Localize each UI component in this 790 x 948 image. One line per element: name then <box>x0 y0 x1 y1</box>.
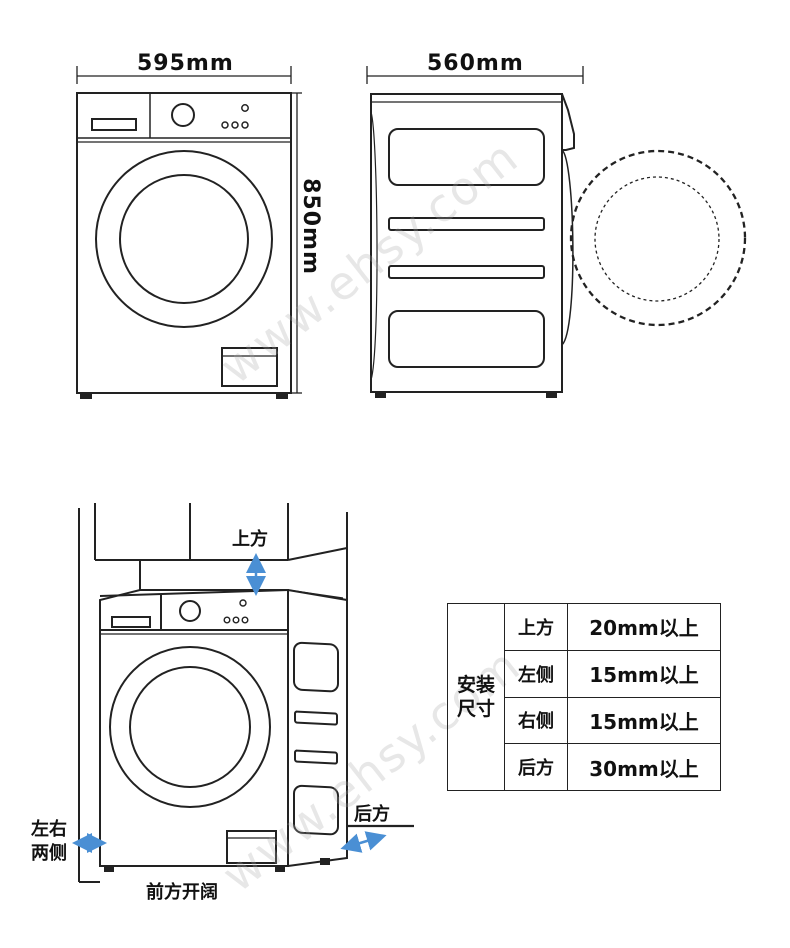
side-clearance-label: 左右 两侧 <box>31 819 67 864</box>
spec-value: 30mm以上 <box>567 743 721 791</box>
height-dimension-label: 850mm <box>297 178 323 275</box>
spec-value: 15mm以上 <box>567 649 721 698</box>
spec-side: 后方 <box>504 743 568 791</box>
program-knob <box>171 103 195 127</box>
table-row: 安装 尺寸 上方 20mm以上 <box>447 603 721 791</box>
spec-header: 安装 尺寸 <box>447 603 505 791</box>
door-glass <box>119 174 249 304</box>
side-view <box>366 66 747 398</box>
spec-side: 左侧 <box>504 649 568 698</box>
side-panel-top <box>388 128 545 186</box>
filter-cover <box>221 347 278 387</box>
side-cabinet <box>370 93 563 393</box>
door-swing-inner <box>594 176 720 302</box>
table-row: 右侧 15mm以上 <box>448 696 721 745</box>
detergent-drawer <box>91 118 137 131</box>
spec-value: 20mm以上 <box>567 603 721 651</box>
rear-clearance-arrow <box>340 831 387 853</box>
front-cabinet <box>76 92 292 394</box>
rear-clearance-label: 后方 <box>354 804 390 825</box>
installation-view <box>72 503 414 883</box>
door-swing-outer <box>569 149 747 327</box>
front-view <box>76 66 302 399</box>
side-panel-bottom <box>388 310 545 368</box>
front-foot-left <box>80 392 92 399</box>
installation-spec-table: 安装 尺寸 上方 20mm以上 左侧 15mm以上 右侧 15mm以上 后方 3… <box>447 603 721 791</box>
table-row: 后方 30mm以上 <box>448 743 721 791</box>
door-outer <box>95 150 273 328</box>
table-row: 左侧 15mm以上 <box>448 649 721 698</box>
front-clearance-label: 前方开阔 <box>146 882 218 903</box>
width-dimension-label: 595mm <box>137 51 234 76</box>
spec-side: 上方 <box>504 603 568 651</box>
depth-dimension-label: 560mm <box>427 51 524 76</box>
front-foot-right <box>276 392 288 399</box>
spec-value: 15mm以上 <box>567 696 721 745</box>
spec-side: 右侧 <box>504 696 568 745</box>
top-clearance-label: 上方 <box>232 529 268 550</box>
